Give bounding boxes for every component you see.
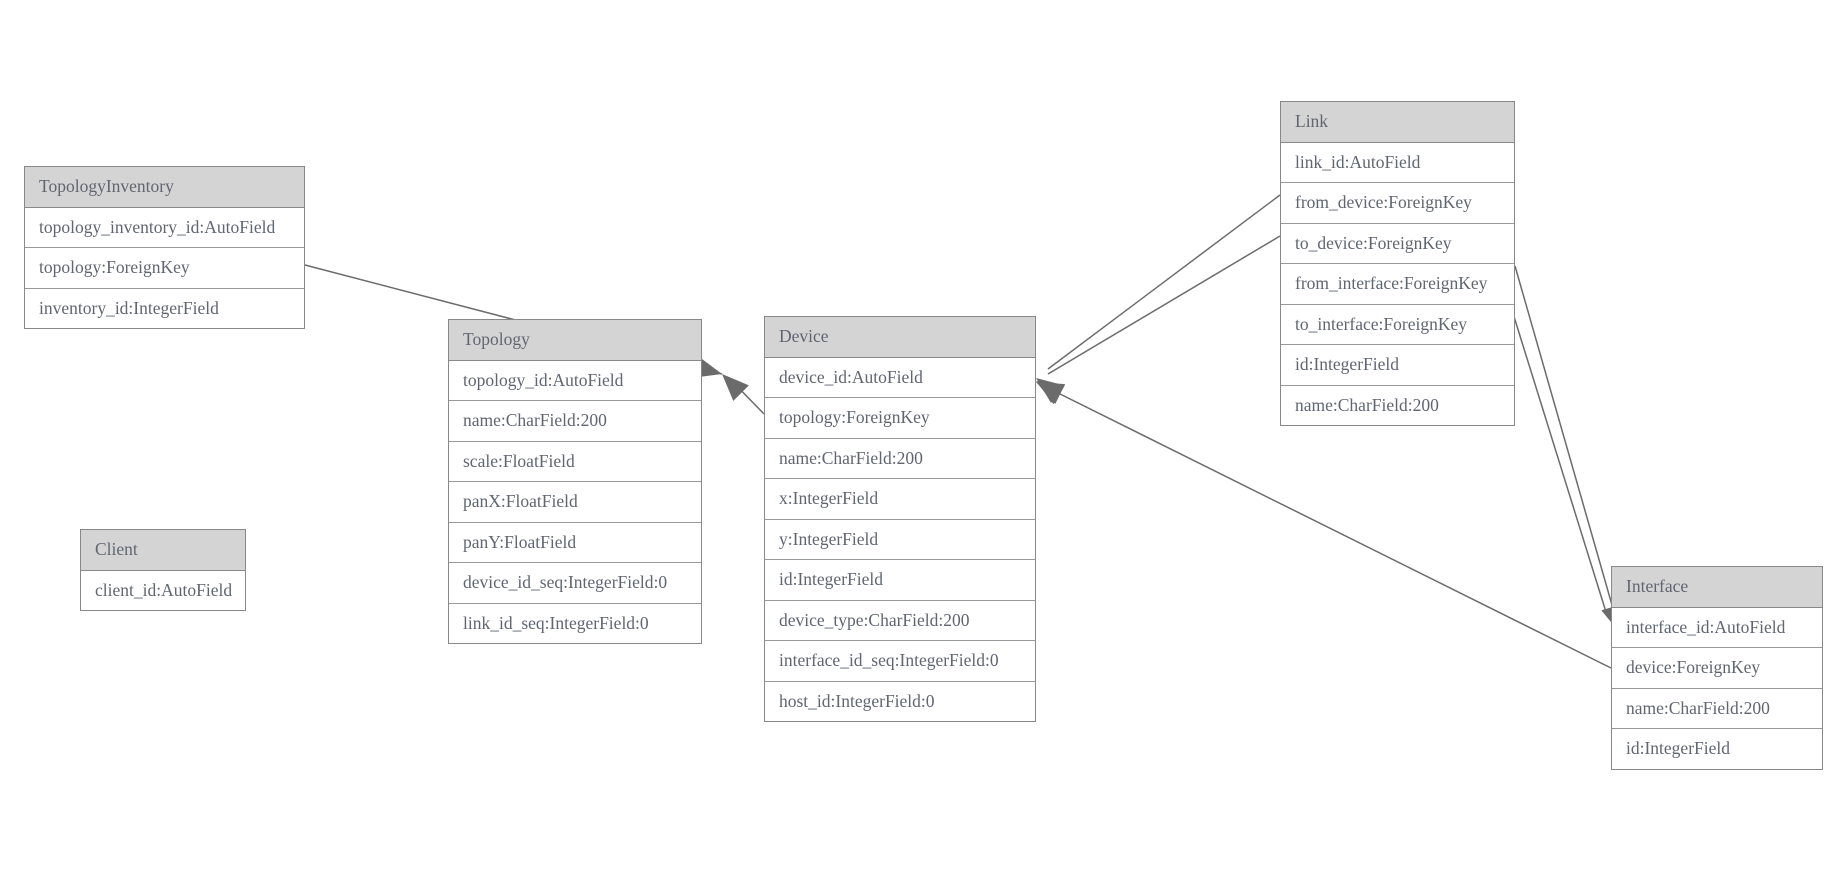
entity-field[interactable]: x:IntegerField — [765, 479, 1035, 520]
entity-field[interactable]: client_id:AutoField — [81, 570, 245, 610]
entity-field[interactable]: name:CharField:200 — [1612, 688, 1822, 729]
relationship-edge — [1049, 388, 1612, 669]
entity-field[interactable]: id:IntegerField — [1612, 729, 1822, 769]
entity-field[interactable]: name:CharField:200 — [1281, 385, 1514, 425]
entity-field[interactable]: scale:FloatField — [449, 441, 701, 482]
entity-field[interactable]: topology:ForeignKey — [765, 398, 1035, 439]
entity-field[interactable]: panY:FloatField — [449, 522, 701, 563]
entity-field[interactable]: topology_inventory_id:AutoField — [25, 207, 304, 248]
entity-field[interactable]: link_id:AutoField — [1281, 142, 1514, 183]
entity-title-interface: Interface — [1612, 567, 1822, 608]
entity-title-device: Device — [765, 317, 1035, 358]
relationship-edge — [1510, 306, 1607, 613]
entity-title-link: Link — [1281, 102, 1514, 143]
relationship-edge — [1047, 194, 1281, 370]
entity-field[interactable]: name:CharField:200 — [449, 401, 701, 442]
entity-field[interactable]: link_id_seq:IntegerField:0 — [449, 603, 701, 643]
entity-field[interactable]: to_device:ForeignKey — [1281, 223, 1514, 264]
entity-field[interactable]: to_interface:ForeignKey — [1281, 304, 1514, 345]
entity-field[interactable]: inventory_id:IntegerField — [25, 288, 304, 328]
entity-field[interactable]: device_id:AutoField — [765, 357, 1035, 398]
entity-field[interactable]: from_interface:ForeignKey — [1281, 264, 1514, 305]
entity-field[interactable]: id:IntegerField — [1281, 345, 1514, 386]
entity-title-topology_inventory: TopologyInventory — [25, 167, 304, 208]
relationship-edge — [1047, 235, 1281, 375]
entity-field[interactable]: topology_id:AutoField — [449, 360, 701, 401]
entity-field[interactable]: panX:FloatField — [449, 482, 701, 523]
relationship-edge — [728, 377, 765, 415]
entity-field[interactable]: y:IntegerField — [765, 519, 1035, 560]
entity-field[interactable]: device_id_seq:IntegerField:0 — [449, 563, 701, 604]
relationship-edge — [1514, 265, 1615, 613]
entity-field[interactable]: device_type:CharField:200 — [765, 600, 1035, 641]
entity-field[interactable]: from_device:ForeignKey — [1281, 183, 1514, 224]
entity-field[interactable]: interface_id_seq:IntegerField:0 — [765, 641, 1035, 682]
entity-field[interactable]: interface_id:AutoField — [1612, 607, 1822, 648]
entity-field[interactable]: host_id:IntegerField:0 — [765, 681, 1035, 721]
entity-field[interactable]: id:IntegerField — [765, 560, 1035, 601]
entity-field[interactable]: topology:ForeignKey — [25, 248, 304, 289]
relationship-arrowhead-icon — [722, 374, 749, 401]
relationship-arrowhead-icon — [1036, 382, 1066, 404]
entity-title-client: Client — [81, 530, 245, 571]
entity-field[interactable]: device:ForeignKey — [1612, 648, 1822, 689]
entity-field[interactable]: name:CharField:200 — [765, 438, 1035, 479]
entity-title-topology: Topology — [449, 320, 701, 361]
